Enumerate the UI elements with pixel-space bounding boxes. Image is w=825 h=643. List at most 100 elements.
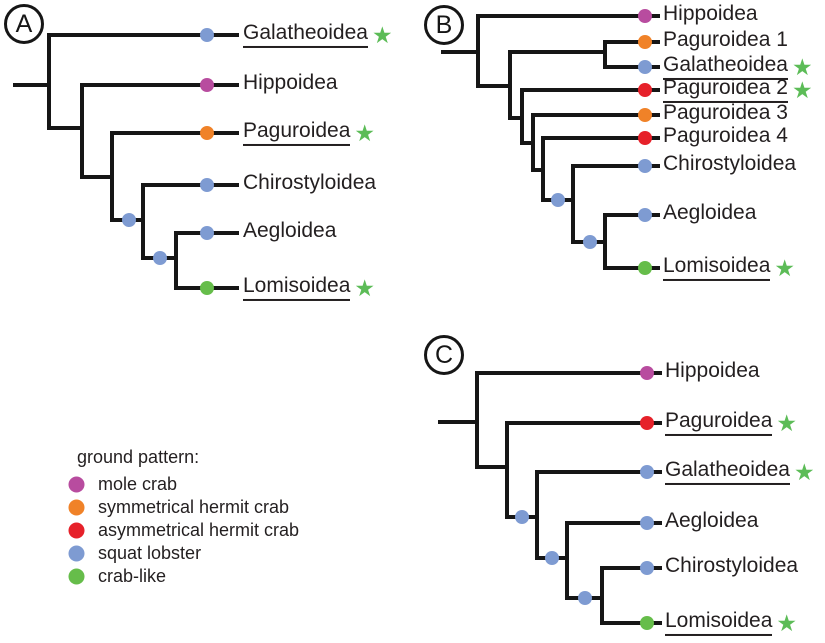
panel-b-taxon-paguroidea-4: Paguroidea 4: [663, 123, 788, 151]
panel-b-taxon-paguroidea-3: Paguroidea 3: [663, 100, 788, 128]
tip-node-a-paguroidea: [200, 126, 214, 140]
legend-title: ground pattern:: [77, 447, 200, 467]
tree-branches-panel-c: [438, 371, 662, 625]
internal-node-icon: [515, 510, 529, 524]
star-icon: ★: [371, 21, 393, 48]
panel-a-letter-text: A: [15, 9, 33, 38]
panel-a-taxon-chirostyloidea: Chirostyloidea: [243, 170, 377, 198]
legend-swatch-icon: [68, 476, 85, 493]
legend-item-crab-like: crab-like: [68, 565, 299, 588]
taxon-label: Hippoidea: [243, 70, 338, 94]
taxon-label: Lomisoidea: [665, 609, 773, 637]
taxon-label: Paguroidea 4: [663, 123, 788, 147]
taxon-label: Aegloidea: [663, 200, 757, 224]
panel-b-taxon-lomisoidea: Lomisoidea★: [663, 254, 795, 282]
star-icon: ★: [776, 609, 798, 636]
legend-swatch-icon: [68, 499, 85, 516]
panel-b-taxon-aegloidea: Aegloidea: [663, 200, 757, 228]
panel-c-taxon-hippoidea: Hippoidea: [665, 358, 760, 386]
taxon-label: Lomisoidea: [663, 254, 771, 282]
tree-branches-panel-a: [13, 33, 239, 290]
taxon-label: Galatheoidea: [663, 53, 788, 81]
tip-node-c-paguroidea: [640, 416, 654, 430]
tip-node-b-paguroidea-2: [638, 83, 652, 97]
legend-item-asymmetrical-hermit-crab: asymmetrical hermit crab: [68, 519, 299, 542]
taxon-label: Aegloidea: [665, 508, 759, 532]
legend-item-mole-crab: mole crab: [68, 473, 299, 496]
internal-node-icon: [578, 591, 592, 605]
legend-item-symmetrical-hermit-crab: symmetrical hermit crab: [68, 496, 299, 519]
tip-node-a-galatheoidea: [200, 28, 214, 42]
taxon-label: Aegloidea: [243, 218, 337, 242]
taxon-label: Chirostyloidea: [243, 170, 377, 194]
tip-node-c-aegloidea: [640, 516, 654, 530]
taxon-label: Hippoidea: [663, 1, 758, 25]
panel-a-taxon-aegloidea: Aegloidea: [243, 218, 337, 246]
panel-b-taxon-hippoidea: Hippoidea: [663, 1, 758, 29]
taxon-label: Galatheoidea: [243, 21, 368, 49]
internal-node-icon: [153, 251, 167, 265]
tip-node-c-hippoidea: [640, 366, 654, 380]
taxon-label: Paguroidea: [665, 409, 773, 437]
panel-b-taxon-paguroidea-2: Paguroidea 2★: [663, 76, 813, 104]
panel-c-taxon-lomisoidea: Lomisoidea★: [665, 609, 798, 637]
panel-a-taxon-galatheoidea: Galatheoidea★: [243, 21, 393, 49]
legend-swatch-icon: [68, 568, 85, 585]
tip-node-a-hippoidea: [200, 78, 214, 92]
internal-node-icon: [122, 213, 136, 227]
panel-a-letter: A: [4, 4, 44, 44]
tip-node-b-galatheoidea: [638, 60, 652, 74]
tip-node-a-lomisoidea: [200, 281, 214, 295]
internal-node-icon: [551, 193, 565, 207]
panel-c-letter-text: C: [434, 340, 454, 369]
panel-c-taxon-aegloidea: Aegloidea: [665, 508, 759, 536]
legend-label: squat lobster: [98, 543, 202, 563]
panel-c-taxon-chirostyloidea: Chirostyloidea: [665, 553, 799, 581]
legend-label: mole crab: [98, 474, 178, 494]
panel-b-taxon-galatheoidea: Galatheoidea★: [663, 53, 813, 81]
taxon-label: Paguroidea: [243, 119, 351, 147]
star-icon: ★: [793, 458, 815, 485]
taxon-label: Paguroidea 1: [663, 27, 788, 51]
panel-b-taxon-paguroidea-1: Paguroidea 1: [663, 27, 788, 55]
tip-node-c-chirostyloidea: [640, 561, 654, 575]
tree-branches-panel-b: [441, 14, 660, 270]
taxon-label: Paguroidea 3: [663, 100, 788, 124]
panel-b-letter: B: [424, 5, 464, 45]
taxon-label: Hippoidea: [665, 358, 760, 382]
tip-node-c-galatheoidea: [640, 465, 654, 479]
legend-swatch-icon: [68, 545, 85, 562]
taxon-label: Lomisoidea: [243, 274, 351, 302]
taxon-label: Chirostyloidea: [663, 151, 797, 175]
panel-a-taxon-hippoidea: Hippoidea: [243, 70, 338, 98]
internal-node-icon: [583, 235, 597, 249]
panel-b-letter-text: B: [435, 10, 453, 39]
legend-label: crab-like: [98, 566, 167, 586]
star-icon: ★: [776, 409, 798, 436]
legend-item-squat-lobster: squat lobster: [68, 542, 299, 565]
tip-node-b-aegloidea: [638, 208, 652, 222]
legend: ground pattern: mole crab symmetrical he…: [68, 447, 299, 588]
taxon-label: Chirostyloidea: [665, 553, 799, 577]
star-icon: ★: [354, 119, 376, 146]
taxon-label: Galatheoidea: [665, 458, 790, 486]
panel-b-taxon-chirostyloidea: Chirostyloidea: [663, 151, 797, 179]
legend-swatch-icon: [68, 522, 85, 539]
panel-a-taxon-paguroidea: Paguroidea★: [243, 119, 376, 147]
tip-node-b-paguroidea-3: [638, 108, 652, 122]
panel-c-taxon-galatheoidea: Galatheoidea★: [665, 458, 815, 486]
star-icon: ★: [354, 274, 376, 301]
tip-node-b-chirostyloidea: [638, 159, 652, 173]
tip-node-b-paguroidea-1: [638, 35, 652, 49]
tip-node-c-lomisoidea: [640, 616, 654, 630]
tip-node-b-lomisoidea: [638, 261, 652, 275]
star-icon: ★: [791, 53, 813, 80]
tip-node-b-paguroidea-4: [638, 131, 652, 145]
legend-label: symmetrical hermit crab: [98, 497, 290, 517]
internal-node-icon: [545, 551, 559, 565]
legend-label: asymmetrical hermit crab: [98, 520, 300, 540]
tip-node-a-aegloidea: [200, 226, 214, 240]
tip-node-b-hippoidea: [638, 9, 652, 23]
